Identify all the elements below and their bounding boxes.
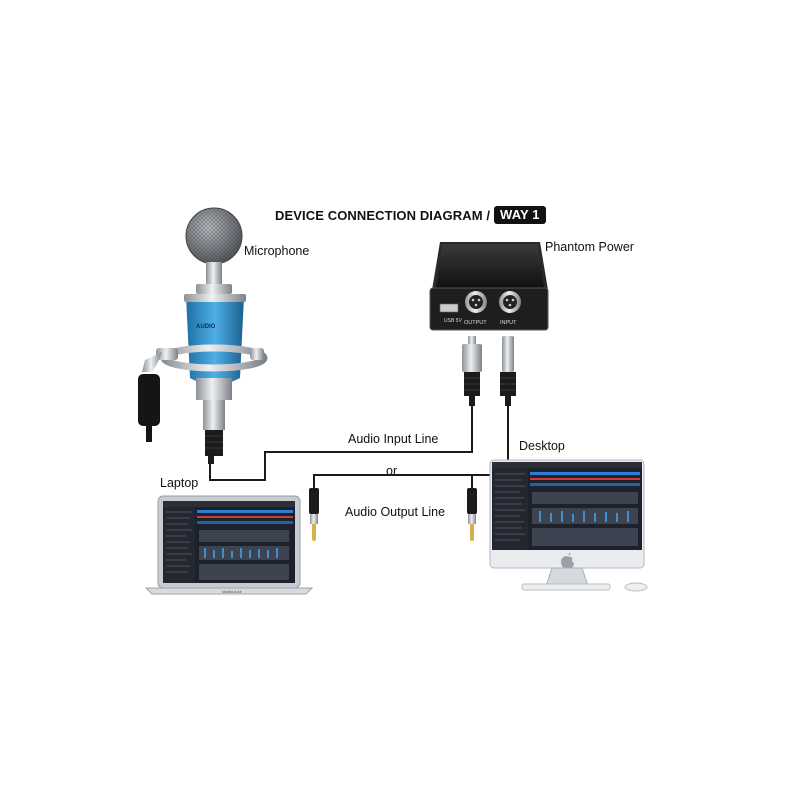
apple-logo-icon bbox=[561, 552, 574, 569]
audio-output-line-label: Audio Output Line bbox=[345, 505, 446, 519]
phantom-input-text: INPUT bbox=[500, 320, 517, 326]
phantom-power-device: USB 5V OUTPUT INPUT bbox=[429, 242, 549, 331]
cable-lines bbox=[209, 405, 509, 495]
jack-laptop bbox=[309, 488, 319, 541]
or-label: or bbox=[386, 464, 398, 478]
phantom-power-label: Phantom Power bbox=[545, 240, 634, 254]
xlr-plug-input bbox=[500, 336, 516, 406]
phantom-output-text: OUTPUT bbox=[464, 320, 487, 326]
title-badge: WAY 1 bbox=[494, 206, 546, 224]
audio-input-line-label: Audio Input Line bbox=[348, 432, 439, 446]
audio-output-cable-top bbox=[313, 405, 509, 490]
jack-desktop bbox=[467, 488, 477, 541]
audio-input-cable bbox=[209, 405, 473, 481]
desktop-label: Desktop bbox=[519, 439, 565, 453]
diagram-title: DEVICE CONNECTION DIAGRAM / WAY 1 bbox=[275, 206, 546, 224]
xlr-plug-output bbox=[462, 336, 482, 406]
laptop-label: Laptop bbox=[160, 476, 199, 490]
desktop-device bbox=[489, 459, 648, 592]
laptop-model-text: MacBook Air bbox=[222, 590, 242, 594]
microphone-device: AUDIO bbox=[138, 207, 268, 464]
microphone-label: Microphone bbox=[244, 244, 310, 258]
phantom-usb-text: USB 5V bbox=[444, 318, 462, 324]
mic-brand-text: AUDIO bbox=[196, 324, 216, 330]
laptop-device: MacBook Air bbox=[144, 495, 314, 595]
title-text: DEVICE CONNECTION DIAGRAM / bbox=[275, 207, 491, 223]
